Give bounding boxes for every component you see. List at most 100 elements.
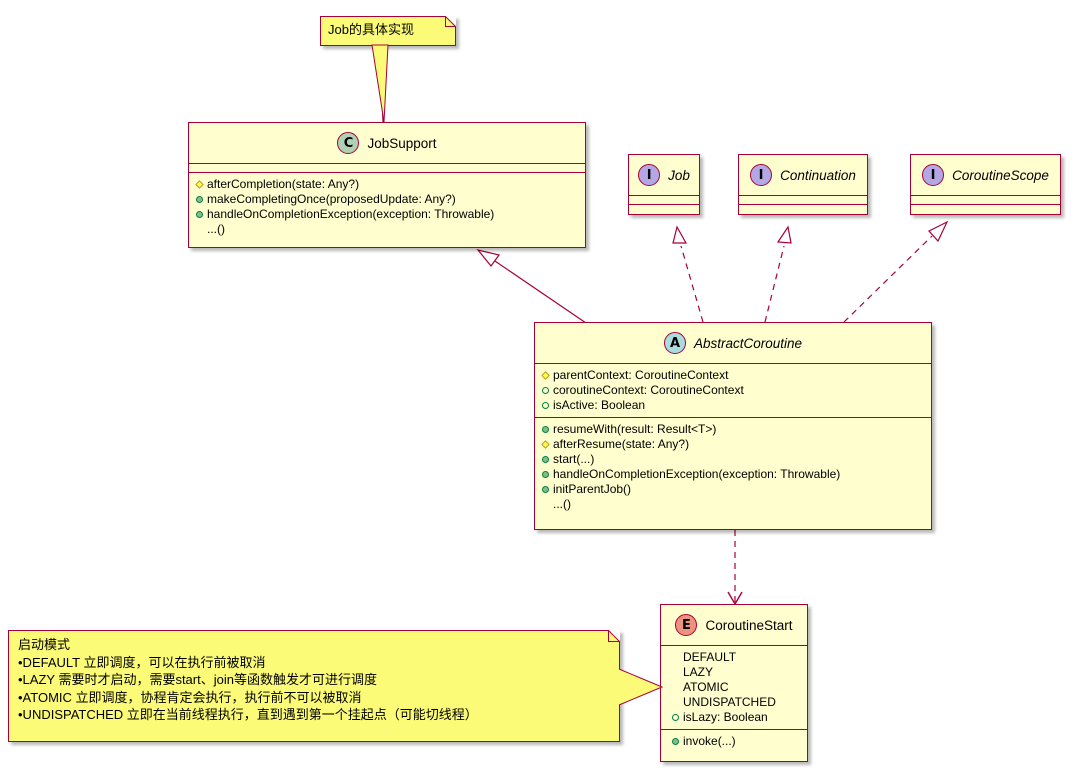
public-method-icon — [541, 454, 553, 466]
method-row: makeCompletingOnce(proposedUpdate: Any?) — [195, 192, 579, 207]
field-signature: isActive: Boolean — [553, 398, 646, 412]
enum-field-signature: UNDISPATCHED — [683, 695, 776, 709]
public-method-icon — [541, 469, 553, 481]
method-row: invoke(...) — [671, 734, 801, 749]
method-row: start(...) — [541, 452, 925, 467]
field-row: parentContext: CoroutineContext — [541, 368, 925, 383]
public-field-icon — [671, 712, 683, 724]
note-line-atomic: •ATOMIC 立即调度，协程肯定会执行，执行前不可以被取消 — [18, 689, 362, 705]
interface-job[interactable]: I Job — [628, 154, 700, 215]
enum-field-signature: LAZY — [683, 665, 714, 679]
interface-name: Job — [668, 167, 690, 183]
note-title: 启动模式 — [18, 637, 71, 652]
interface-stereotype-icon: I — [922, 164, 945, 186]
method-signature: makeCompletingOnce(proposedUpdate: Any?) — [207, 192, 456, 206]
note-line-lazy: •LAZY 需要时才启动，需要start、join等函数触发才可进行调度 — [18, 672, 377, 687]
method-signature: afterResume(state: Any?) — [553, 437, 690, 451]
class-name: JobSupport — [367, 135, 437, 151]
interface-coroutinescope[interactable]: I CoroutineScope — [910, 154, 1061, 215]
methods-compartment: resumeWith(result: Result<T>)afterResume… — [535, 417, 931, 516]
enum-methods-compartment: invoke(...) — [661, 729, 807, 753]
class-header: A AbstractCoroutine — [535, 323, 931, 363]
class-stereotype-icon: C — [337, 132, 360, 154]
note-launch-modes: 启动模式 •DEFAULT 立即调度，可以在执行前被取消 •LAZY 需要时才启… — [8, 630, 620, 742]
no-visibility-icon — [541, 499, 553, 511]
no-visibility-icon — [671, 667, 683, 679]
method-signature: handleOnCompletionException(exception: T… — [207, 207, 495, 221]
method-signature: resumeWith(result: Result<T>) — [553, 422, 717, 436]
public-method-icon — [671, 736, 683, 748]
interface-name: Continuation — [780, 167, 856, 183]
method-signature: ...() — [553, 497, 571, 511]
enum-stereotype-icon: E — [675, 614, 698, 636]
enum-field-row: ATOMIC — [671, 680, 801, 695]
method-row: handleOnCompletionException(exception: T… — [195, 207, 579, 222]
interface-header: I Job — [629, 155, 699, 195]
enum-field-signature: ATOMIC — [683, 680, 729, 694]
method-signature: handleOnCompletionException(exception: T… — [553, 467, 841, 481]
enum-field-signature: DEFAULT — [683, 650, 737, 664]
interface-name: CoroutineScope — [952, 167, 1049, 183]
method-row: ...() — [541, 497, 925, 512]
public-field-icon — [541, 400, 553, 412]
field-row: coroutineContext: CoroutineContext — [541, 383, 925, 398]
interface-fields — [911, 195, 1060, 204]
protected-member-icon — [195, 179, 207, 191]
method-row: handleOnCompletionException(exception: T… — [541, 467, 925, 482]
method-signature: afterCompletion(state: Any?) — [207, 177, 360, 191]
method-row: ...() — [195, 222, 579, 237]
note-shape — [320, 16, 456, 46]
method-signature: ...() — [207, 222, 225, 236]
interface-header: I Continuation — [739, 155, 867, 195]
interface-stereotype-icon: I — [638, 164, 661, 186]
enum-field-signature: isLazy: Boolean — [683, 710, 768, 724]
interface-methods — [739, 204, 867, 213]
method-signature: start(...) — [553, 452, 595, 466]
field-row: isActive: Boolean — [541, 398, 925, 413]
interface-continuation[interactable]: I Continuation — [738, 154, 868, 215]
enum-field-row: LAZY — [671, 665, 801, 680]
public-method-icon — [195, 209, 207, 221]
interface-fields — [629, 195, 699, 204]
class-name: AbstractCoroutine — [693, 335, 803, 351]
method-row: initParentJob() — [541, 482, 925, 497]
methods-compartment: afterCompletion(state: Any?)makeCompleti… — [189, 172, 585, 241]
no-visibility-icon — [195, 224, 207, 236]
extends-arrowhead — [476, 249, 501, 267]
implements-arrowhead-job — [672, 225, 688, 244]
implements-edge-coroutinescope — [843, 235, 933, 323]
field-signature: coroutineContext: CoroutineContext — [553, 383, 744, 397]
interface-methods — [629, 204, 699, 213]
interface-fields — [739, 195, 867, 204]
note-text-block: 启动模式 •DEFAULT 立即调度，可以在执行前被取消 •LAZY 需要时才启… — [8, 630, 620, 730]
public-method-icon — [541, 424, 553, 436]
enum-field-row: isLazy: Boolean — [671, 710, 801, 725]
no-visibility-icon — [671, 652, 683, 664]
enum-field-row: DEFAULT — [671, 650, 801, 665]
note-job-implementation: Job的具体实现 — [320, 16, 456, 46]
note-line-default: •DEFAULT 立即调度，可以在执行前被取消 — [18, 654, 266, 670]
class-stereotype-icon: A — [663, 332, 686, 354]
interface-header: I CoroutineScope — [911, 155, 1060, 195]
public-field-icon — [541, 385, 553, 397]
note-text: Job的具体实现 — [328, 22, 414, 37]
class-abstractcoroutine[interactable]: A AbstractCoroutine parentContext: Corou… — [534, 322, 932, 530]
method-signature: invoke(...) — [683, 734, 736, 748]
note-pointer — [371, 44, 389, 123]
method-signature: initParentJob() — [553, 482, 632, 496]
class-jobsupport[interactable]: C JobSupport afterCompletion(state: Any?… — [188, 122, 586, 248]
enum-header: E CoroutineStart — [661, 605, 807, 645]
class-header: C JobSupport — [189, 123, 585, 163]
fields-compartment — [189, 163, 585, 172]
no-visibility-icon — [671, 682, 683, 694]
protected-member-icon — [541, 439, 553, 451]
enum-field-row: UNDISPATCHED — [671, 695, 801, 710]
interface-methods — [911, 204, 1060, 213]
no-visibility-icon — [671, 697, 683, 709]
method-row: afterCompletion(state: Any?) — [195, 177, 579, 192]
extends-edge-jobsupport — [491, 258, 587, 324]
